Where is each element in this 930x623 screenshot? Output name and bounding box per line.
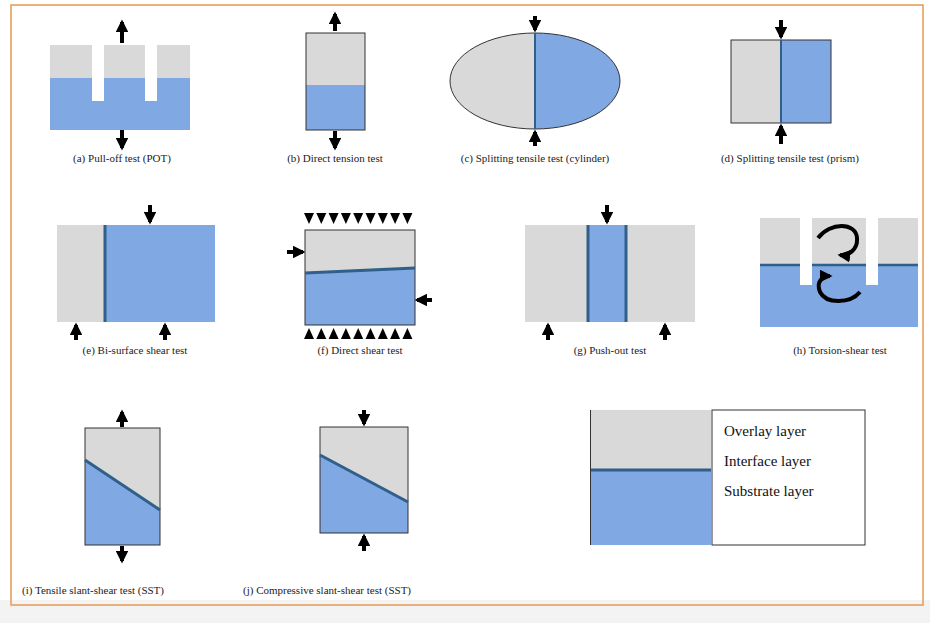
legend-swatch [590, 410, 711, 470]
caption: (g) Push-out test [574, 344, 647, 356]
compressive-slant-specimen [320, 427, 408, 533]
tensile-slant-specimen [85, 428, 160, 545]
splitting-prism [731, 40, 831, 123]
torsion-specimen [760, 218, 918, 327]
legend-text: Substrate layer [724, 483, 814, 500]
caption: (e) Bi-surface shear test [83, 344, 188, 356]
caption: (d) Splitting tensile test (prism) [721, 152, 859, 164]
pull-off-specimen [50, 45, 190, 130]
caption: (f) Direct shear test [317, 344, 402, 356]
legend-text: Interface layer [724, 453, 811, 470]
caption: (j) Compressive slant-shear test (SST) [243, 584, 411, 596]
caption: (i) Tensile slant-shear test (SST) [22, 584, 164, 596]
direct-shear-specimen [304, 213, 415, 339]
legend-sample [590, 410, 865, 545]
caption: (c) Splitting tensile test (cylinder) [461, 152, 609, 164]
interface-line-sample [590, 469, 711, 472]
caption: (b) Direct tension test [287, 152, 383, 164]
caption: (h) Torsion-shear test [793, 344, 887, 356]
legend-text: Overlay layer [724, 423, 806, 440]
push-out-specimen [525, 225, 695, 322]
bi-surface-specimen [57, 225, 215, 322]
caption: (a) Pull-off test (POT) [73, 152, 171, 164]
figure-frame [11, 5, 923, 605]
legend-swatch [590, 470, 711, 545]
legend-box [712, 410, 865, 545]
splitting-cylinder [450, 33, 620, 129]
direct-tension-specimen [306, 33, 365, 130]
